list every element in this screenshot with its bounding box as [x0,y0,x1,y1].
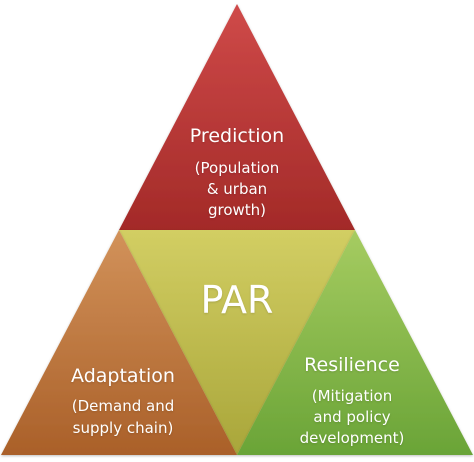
adaptation-title: Adaptation [71,365,175,387]
adaptation-subtitle-line-1: (Demand and [71,397,175,415]
par-center-label: PAR [200,278,274,322]
resilience-subtitle-line-1: (Mitigation [311,387,393,405]
resilience-subtitle-line-2: and policy [313,408,391,426]
prediction-subtitle-line-3: growth) [207,201,267,219]
resilience-segment [237,230,473,455]
par-center-segment [119,230,355,455]
resilience-subtitle-line-3: development) [299,429,405,447]
adaptation-segment [1,230,237,455]
prediction-title: Prediction [189,125,285,147]
prediction-subtitle-line-2: & urban [206,180,268,198]
prediction-segment [119,4,355,230]
resilience-title: Resilience [304,354,400,376]
prediction-subtitle-line-1: (Population [194,159,280,177]
adaptation-subtitle-line-2: supply chain) [72,419,174,437]
